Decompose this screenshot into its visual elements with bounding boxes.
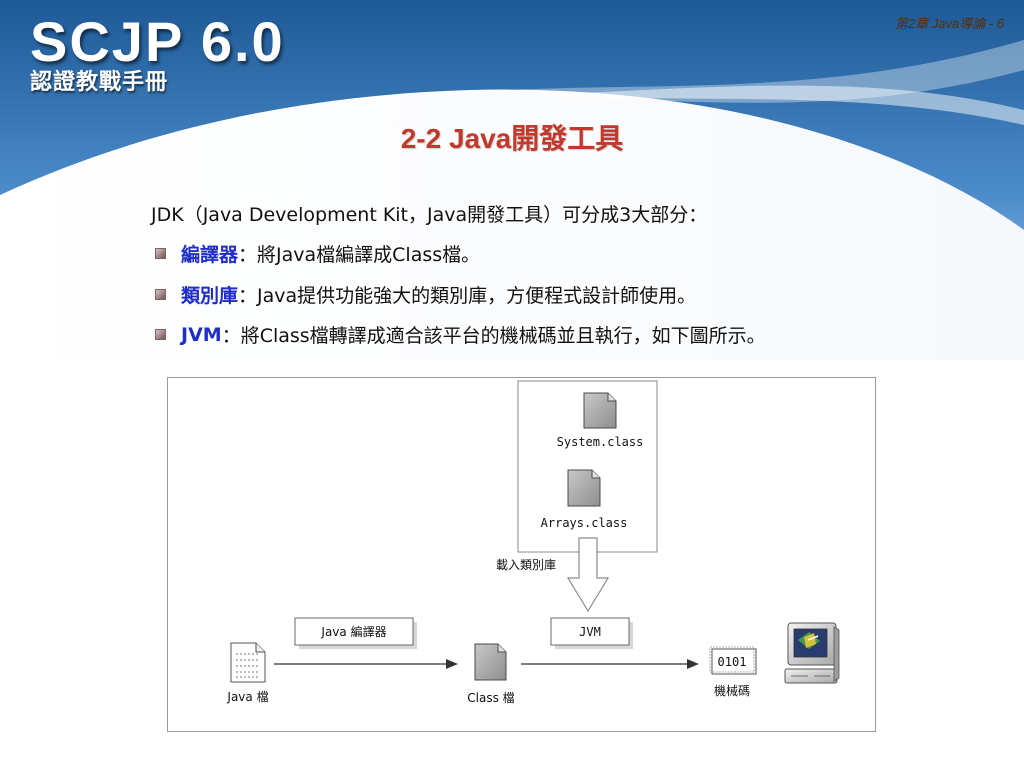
bullet-text: ：將Java檔編譯成Class檔。	[238, 244, 481, 266]
logo-title: SCJP 6.0	[30, 10, 285, 73]
system-class-file-icon	[583, 392, 617, 429]
bullet-library: 類別庫 ：Java提供功能強大的類別庫，方便程式設計師使用。	[155, 281, 696, 308]
page-reference: 第2章 Java導論 - 6	[894, 16, 1004, 31]
arrow-right-icon	[446, 659, 458, 669]
machine-code-label: 機械碼	[714, 683, 750, 698]
arrow-right-icon	[687, 659, 699, 669]
bullet-term: 編譯器	[181, 244, 239, 266]
bullet-term: JVM	[181, 323, 222, 346]
bullet-square-icon	[155, 329, 166, 340]
arrays-class-file-icon	[567, 469, 601, 507]
header-background	[0, 0, 1024, 360]
compiler-label: Java 編譯器	[320, 624, 386, 639]
machine-code-bits: 0101	[718, 655, 747, 669]
java-file-label: Java 檔	[226, 690, 268, 704]
bullet-text: ：Java提供功能強大的類別庫，方便程式設計師使用。	[238, 285, 697, 307]
java-source-file-icon	[230, 642, 266, 683]
jvm-box	[550, 617, 630, 646]
arrays-class-label: Arrays.class	[541, 516, 628, 530]
intro-text: JDK（Java Development Kit，Java開發工具）可分成3大部…	[151, 204, 708, 226]
class-file-icon	[474, 643, 507, 681]
bullet-square-icon	[155, 248, 166, 259]
computer-icon	[784, 622, 840, 684]
slide-heading: 2-2 Java開發工具	[400, 123, 624, 154]
diagram-canvas: System.class Arrays.class 載入類別庫 Java 編譯器…	[226, 380, 840, 705]
load-library-label: 載入類別庫	[496, 558, 556, 572]
jvm-diagram: System.class Arrays.class 載入類別庫 Java 編譯器…	[167, 377, 876, 732]
machine-code-box	[711, 648, 757, 675]
load-arrow-icon	[566, 537, 610, 613]
bullet-term: 類別庫	[181, 285, 239, 307]
compiler-box	[294, 617, 414, 646]
logo-subtitle: 認證教戰手冊	[30, 70, 169, 95]
bullet-square-icon	[155, 289, 166, 300]
class-file-label: Class 檔	[467, 691, 514, 705]
bullet-text: ：將Class檔轉譯成適合該平台的機械碼並且執行，如下圖所示。	[221, 325, 766, 347]
jvm-label: JVM	[579, 625, 601, 639]
bullet-jvm: JVM ：將Class檔轉譯成適合該平台的機械碼並且執行，如下圖所示。	[155, 321, 766, 348]
bullet-compiler: 編譯器 ：將Java檔編譯成Class檔。	[155, 240, 480, 267]
system-class-label: System.class	[557, 435, 644, 449]
